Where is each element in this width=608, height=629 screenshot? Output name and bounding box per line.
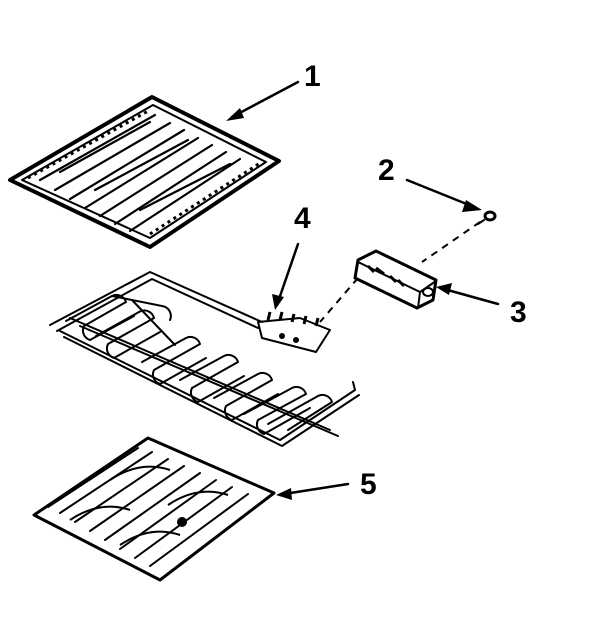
shield-panel-icon [8, 95, 281, 249]
callout-1: 1 [304, 60, 321, 93]
callout-3: 3 [510, 296, 527, 329]
heating-element-icon [49, 271, 360, 447]
terminal-block-icon [353, 249, 438, 310]
reflector-pan-icon [32, 436, 276, 582]
callout-5: 5 [360, 468, 377, 501]
leader-lines [226, 80, 500, 500]
callout-2: 2 [378, 154, 395, 187]
screw-icon [477, 210, 497, 225]
terminal-bracket [257, 311, 331, 353]
callout-4: 4 [294, 202, 311, 235]
